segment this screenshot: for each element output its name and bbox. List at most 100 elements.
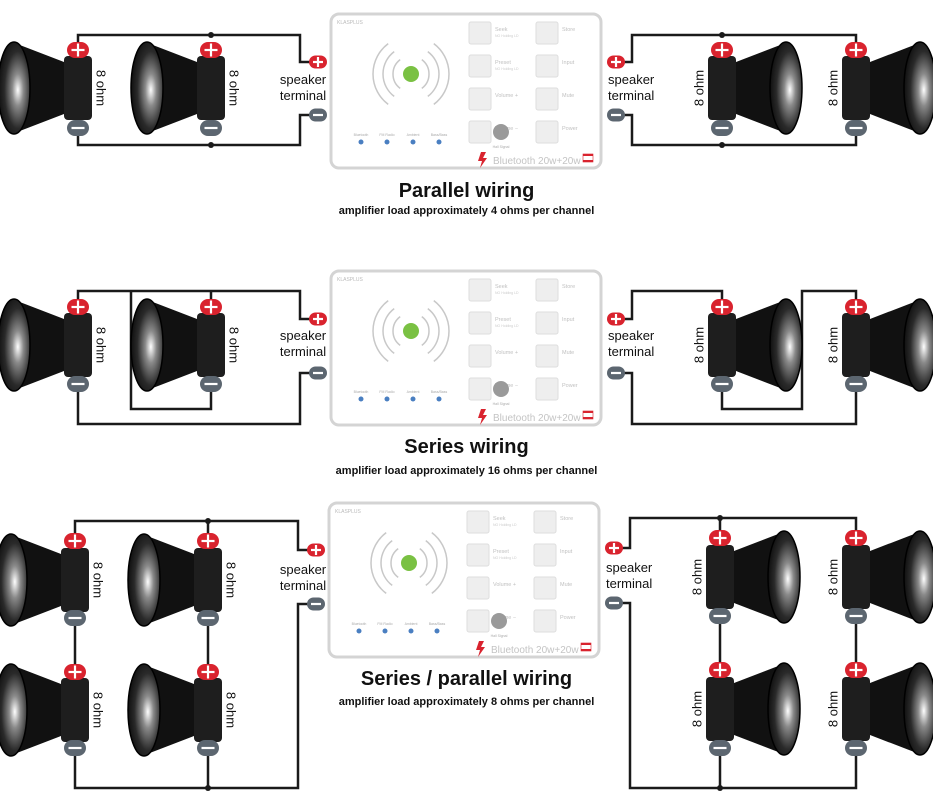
wire [616, 289, 724, 321]
flag-icon [583, 160, 593, 162]
mute-icon [535, 87, 559, 111]
wire-junction [205, 785, 211, 791]
wire [616, 33, 858, 64]
amp-brand: KLASPLUS [335, 509, 362, 515]
positive-terminal-icon [200, 42, 222, 58]
amp-button-label: Volume + [493, 582, 516, 588]
section-subtitle-parallel: amplifier load approximately 4 ohms per … [338, 205, 595, 217]
speaker-terminal-label: terminal [608, 88, 654, 103]
signal-arc-icon [392, 59, 401, 89]
brand-logo-icon [476, 641, 485, 657]
mute-icon [533, 576, 557, 600]
wifi-icon [468, 21, 492, 45]
flag-icon [583, 411, 593, 413]
impedance-label: 8 ohm [689, 691, 704, 727]
check-icon [535, 278, 559, 302]
speaker-icon: 8 ohm [0, 663, 106, 757]
speaker-terminal-label: speaker [608, 328, 655, 343]
amp-button-label: Volume + [495, 350, 518, 356]
speaker-icon: 8 ohm [691, 41, 803, 135]
amp-status-label: Bluetooth [352, 622, 367, 626]
positive-terminal-icon [845, 299, 867, 315]
amp-status-dot-icon [358, 396, 364, 402]
wire-junction [719, 32, 725, 38]
amp-brand: KLASPLUS [337, 277, 364, 283]
flag-icon [581, 643, 591, 645]
positive-terminal-icon [845, 530, 867, 546]
speaker-terminal-label: terminal [608, 344, 654, 359]
negative-terminal-icon [64, 610, 86, 626]
flag-icon [582, 410, 594, 420]
negative-terminal-icon [711, 376, 733, 392]
positive-terminal-icon [845, 662, 867, 678]
preset-icon [466, 543, 490, 567]
positive-terminal-icon [200, 299, 222, 315]
speaker-icon: 8 ohm [130, 298, 242, 392]
signal-arc-icon [419, 548, 428, 578]
section-title-parallel: Parallel wiring [398, 180, 535, 202]
volume-up-icon [468, 344, 492, 368]
positive-terminal-icon [64, 533, 86, 549]
signal-arc-icon [425, 540, 438, 586]
section-subtitle-series-parallel: amplifier load approximately 8 ohms per … [338, 696, 595, 708]
signal-arc-icon [380, 540, 393, 586]
positive-terminal-icon [197, 664, 219, 680]
amp-button-label: Seek [493, 516, 506, 522]
amp-button-sublabel: NO Holding LD [493, 523, 517, 527]
amp-status-dot-icon [384, 139, 390, 145]
impedance-label: 8 ohm [227, 327, 242, 363]
amp-brand: KLASPLUS [337, 20, 364, 26]
wire [614, 601, 858, 790]
signal-arc-icon [421, 59, 430, 89]
speaker-icon: 8 ohm [130, 41, 242, 135]
speaker-icon: 8 ohm [691, 298, 803, 392]
speaker-icon: 8 ohm [0, 298, 109, 392]
input-icon [535, 311, 559, 335]
wire-junction [717, 515, 723, 521]
impedance-label: 8 ohm [94, 70, 109, 106]
positive-terminal-icon [607, 55, 625, 69]
mute-icon [535, 344, 559, 368]
amp-button-label: Input [560, 549, 573, 555]
amp-status-label: Ambient [405, 622, 418, 626]
volume-down-icon [468, 120, 492, 144]
impedance-label: 8 ohm [825, 327, 840, 363]
wifi-icon [468, 278, 492, 302]
positive-terminal-icon [605, 541, 623, 555]
amp-status-dot-icon [384, 396, 390, 402]
speaker-icon: 8 ohm [825, 530, 933, 624]
amp-button-sublabel: NO Holding LD [493, 556, 517, 560]
amp-footer-label: Bluetooth 20w+20w [493, 413, 581, 424]
amp-button-label: Store [562, 27, 575, 33]
amp-button-label: Volume + [495, 93, 518, 99]
wire-junction [719, 142, 725, 148]
amp-status-label: Bass/Bass [431, 133, 448, 137]
negative-terminal-icon [845, 120, 867, 136]
positive-terminal-icon [711, 42, 733, 58]
status-led-icon [403, 66, 419, 82]
negative-terminal-icon [197, 740, 219, 756]
wire-junction [717, 785, 723, 791]
amp-footer-label: Bluetooth 20w+20w [493, 156, 581, 167]
flag-icon [583, 417, 593, 419]
amp-button-label: Preset [495, 317, 511, 323]
section-title-series-parallel: Series / parallel wiring [360, 668, 573, 690]
impedance-label: 8 ohm [91, 562, 106, 598]
negative-terminal-icon [307, 597, 325, 611]
speaker-icon: 8 ohm [0, 41, 109, 135]
amp-status-dot-icon [434, 628, 440, 634]
amp-status-label: FM Radio [377, 622, 392, 626]
impedance-label: 8 ohm [224, 562, 239, 598]
speaker-icon: 8 ohm [689, 662, 801, 756]
impedance-label: 8 ohm [825, 559, 840, 595]
signal-arc-icon [427, 308, 440, 354]
brand-logo-icon [478, 152, 487, 168]
amp-button-sublabel: NO Holding LD [495, 324, 519, 328]
positive-terminal-icon [607, 312, 625, 326]
wire-junction [208, 142, 214, 148]
check-icon [533, 510, 557, 534]
positive-terminal-icon [64, 664, 86, 680]
positive-terminal-icon [67, 299, 89, 315]
